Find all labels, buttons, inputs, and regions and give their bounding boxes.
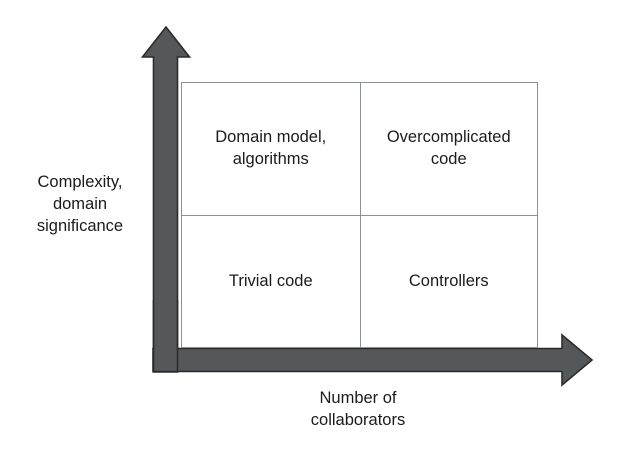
quadrant-top-left[interactable]: Domain model, algorithms bbox=[215, 128, 327, 168]
y-axis-label: Complexity, domain significance bbox=[36, 173, 124, 235]
x-axis-arrow bbox=[152, 333, 594, 387]
quadrant-bottom-left[interactable]: Trivial code bbox=[182, 215, 360, 347]
quadrant-bottom-right[interactable]: Controllers bbox=[359, 215, 537, 347]
x-axis-label: Number of collaborators bbox=[310, 389, 406, 429]
quadrant-grid: Domain model, algorithms Overcomplicated… bbox=[181, 82, 538, 348]
y-axis-shaft-overlay bbox=[154, 300, 177, 371]
quadrant-top-right[interactable]: Overcomplicated code bbox=[359, 83, 538, 215]
